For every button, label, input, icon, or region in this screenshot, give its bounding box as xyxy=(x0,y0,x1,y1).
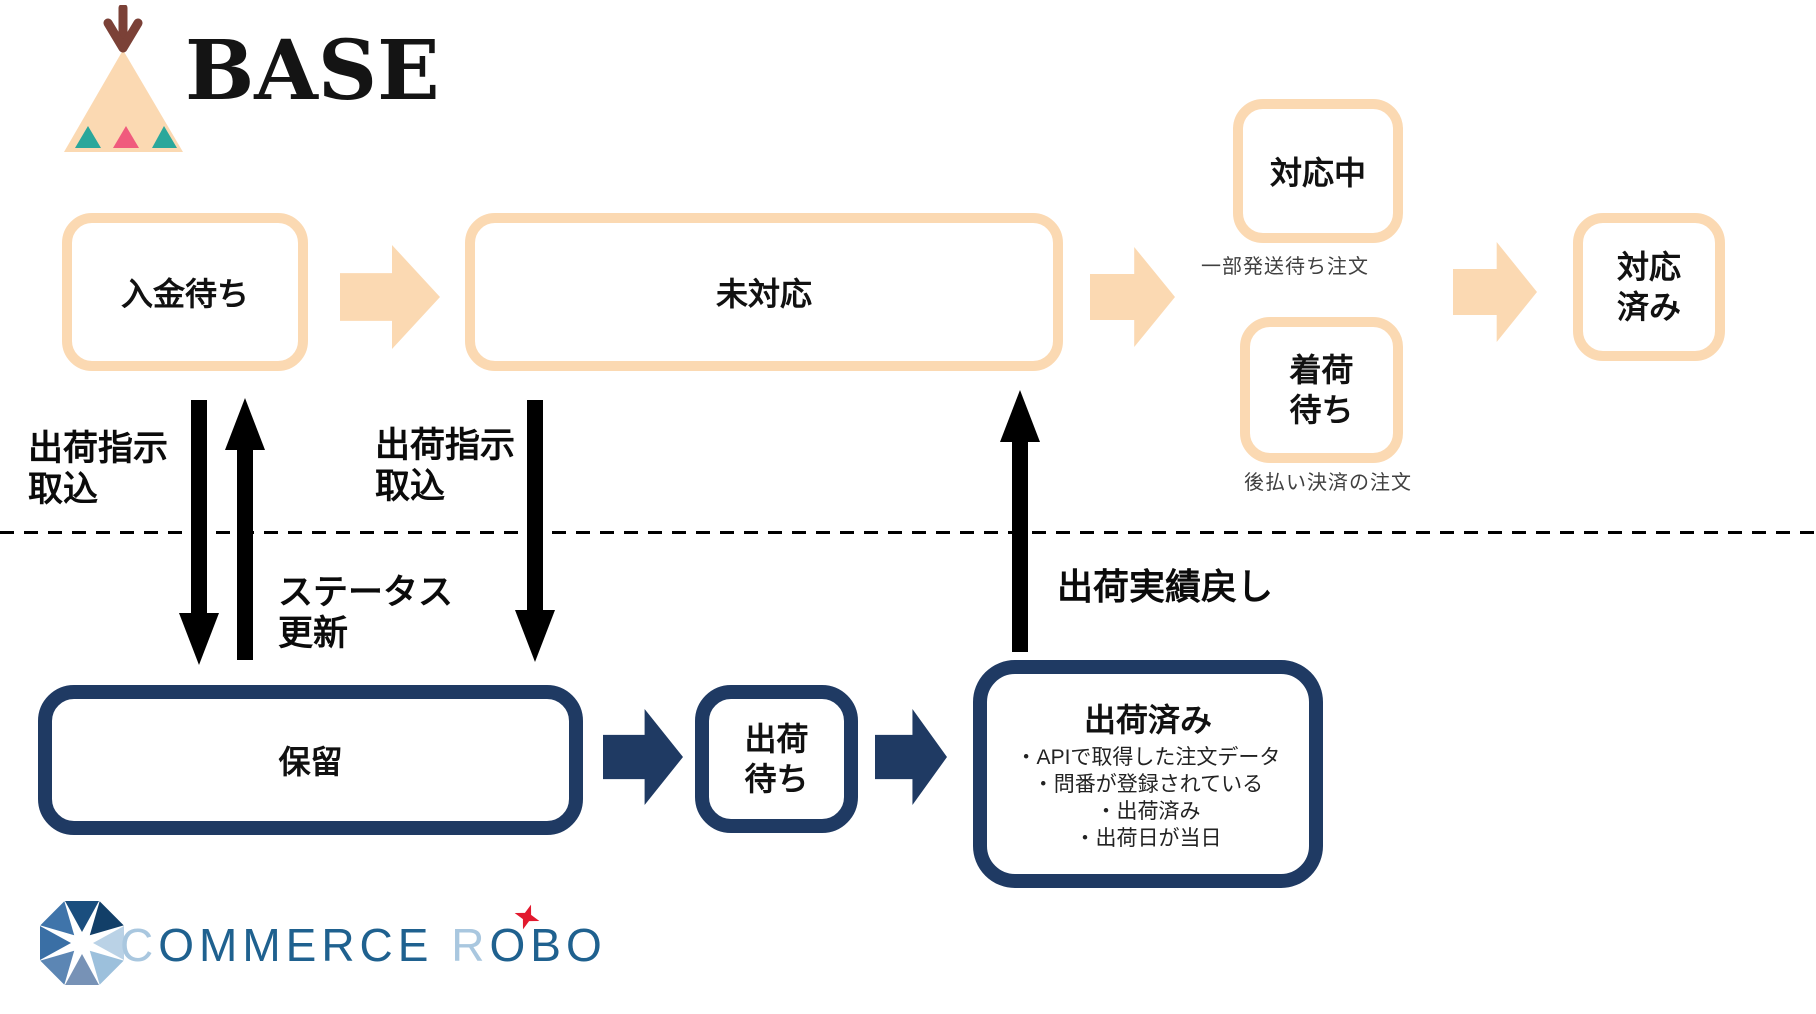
box-in-progress: 対応中 xyxy=(1233,99,1403,243)
label-status-update: ステータス 更新 xyxy=(278,573,454,654)
box-awaiting-arrival: 着荷 待ち xyxy=(1240,317,1403,463)
shipped-item: ・出荷日が当日 xyxy=(1074,826,1222,850)
box-unhandled: 未対応 xyxy=(465,213,1063,371)
commerce-robo-logo: COMMERCE ROBO xyxy=(40,890,602,1000)
note-partial-shipment: 一部発送待ち注文 xyxy=(1201,256,1369,278)
arrow-up-shipping-result-icon xyxy=(1000,390,1040,652)
arrow-down-payment-to-hold-icon xyxy=(179,400,219,665)
label-shipping-instruction-import-mid: 出荷指示 取込 xyxy=(375,426,516,507)
box-handled: 対応 済み xyxy=(1573,213,1725,361)
commerce-robo-logo-text: COMMERCE ROBO xyxy=(120,919,607,971)
box-in-progress-label: 対応中 xyxy=(1269,155,1366,191)
box-waiting-payment-label: 入金待ち xyxy=(120,276,249,312)
arrow-up-status-update-icon xyxy=(225,398,265,660)
box-awaiting-arrival-label: 着荷 待ち xyxy=(1289,352,1354,428)
arrow-payment-to-unhandled-icon xyxy=(340,245,440,349)
commerce-robo-pinwheel-icon xyxy=(40,901,124,985)
base-logo-text: BASE xyxy=(185,23,440,119)
shipped-item: ・問番が登録されている xyxy=(1032,773,1264,797)
box-waiting-shipment: 出荷 待ち xyxy=(695,685,858,833)
base-tent-icon xyxy=(64,3,183,152)
shipped-item: ・APIで取得した注文データ xyxy=(1015,746,1281,770)
shipped-item: ・出荷済み xyxy=(1095,800,1201,823)
box-waiting-shipment-label: 出荷 待ち xyxy=(744,721,809,797)
arrow-down-unhandled-to-hold-icon xyxy=(515,400,555,662)
box-on-hold: 保留 xyxy=(38,685,583,835)
arrow-progress-to-handled-icon xyxy=(1453,242,1537,342)
box-handled-label: 対応 済み xyxy=(1616,249,1681,325)
box-shipped-title: 出荷済み xyxy=(1083,702,1212,739)
arrow-hold-to-waiting-icon xyxy=(603,709,683,805)
label-shipping-result-return: 出荷実績戻し xyxy=(1057,566,1274,607)
base-logo: BASE xyxy=(30,3,630,155)
box-unhandled-label: 未対応 xyxy=(715,276,812,312)
box-shipped: 出荷済み ・APIで取得した注文データ ・問番が登録されている ・出荷済み ・出… xyxy=(973,660,1323,888)
dashed-divider xyxy=(0,531,1816,534)
box-on-hold-label: 保留 xyxy=(278,744,343,780)
arrow-waiting-to-shipped-icon xyxy=(875,709,947,805)
note-deferred-payment: 後払い決済の注文 xyxy=(1244,472,1412,494)
box-waiting-payment: 入金待ち xyxy=(62,213,308,371)
red-sparkle-icon xyxy=(514,904,540,930)
label-shipping-instruction-import-left: 出荷指示 取込 xyxy=(28,429,169,510)
